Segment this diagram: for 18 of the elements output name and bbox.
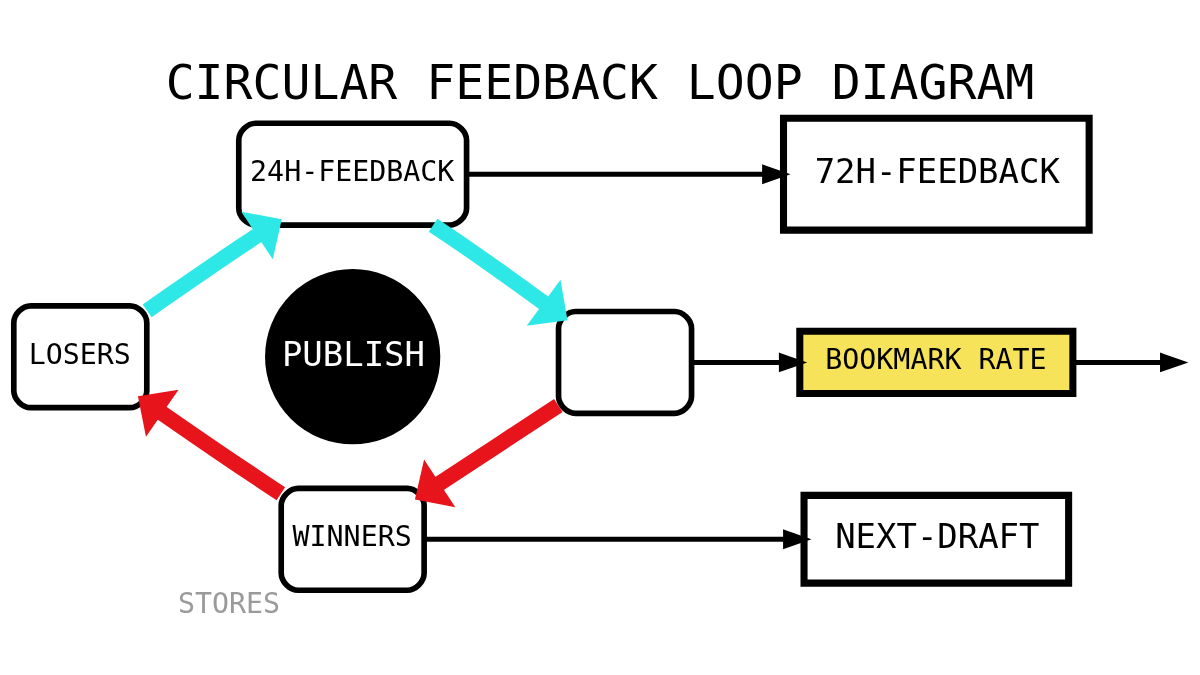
node-circle: PUBLISH	[265, 268, 441, 444]
node-label: STORES	[177, 586, 281, 620]
arrow	[414, 398, 563, 507]
arrow	[428, 218, 568, 326]
node-box: NEXT-DRAFT	[800, 491, 1073, 587]
arrow	[142, 211, 282, 317]
arrow	[691, 352, 808, 372]
node-box: BOOKMARK RATE	[796, 327, 1077, 397]
arrow	[1073, 352, 1189, 372]
node-box: 24H-FEEDBACK	[235, 119, 470, 228]
diagram-title: CIRCULAR FEEDBACK LOOP DIAGRAM	[165, 53, 1035, 110]
arrow	[424, 528, 812, 549]
node-box: WINNERS	[278, 485, 427, 593]
arrow	[137, 389, 286, 500]
arrow	[466, 163, 791, 184]
node-box	[555, 308, 695, 416]
node-box: LOSERS	[10, 302, 150, 410]
node-box: 72H-FEEDBACK	[780, 114, 1093, 234]
